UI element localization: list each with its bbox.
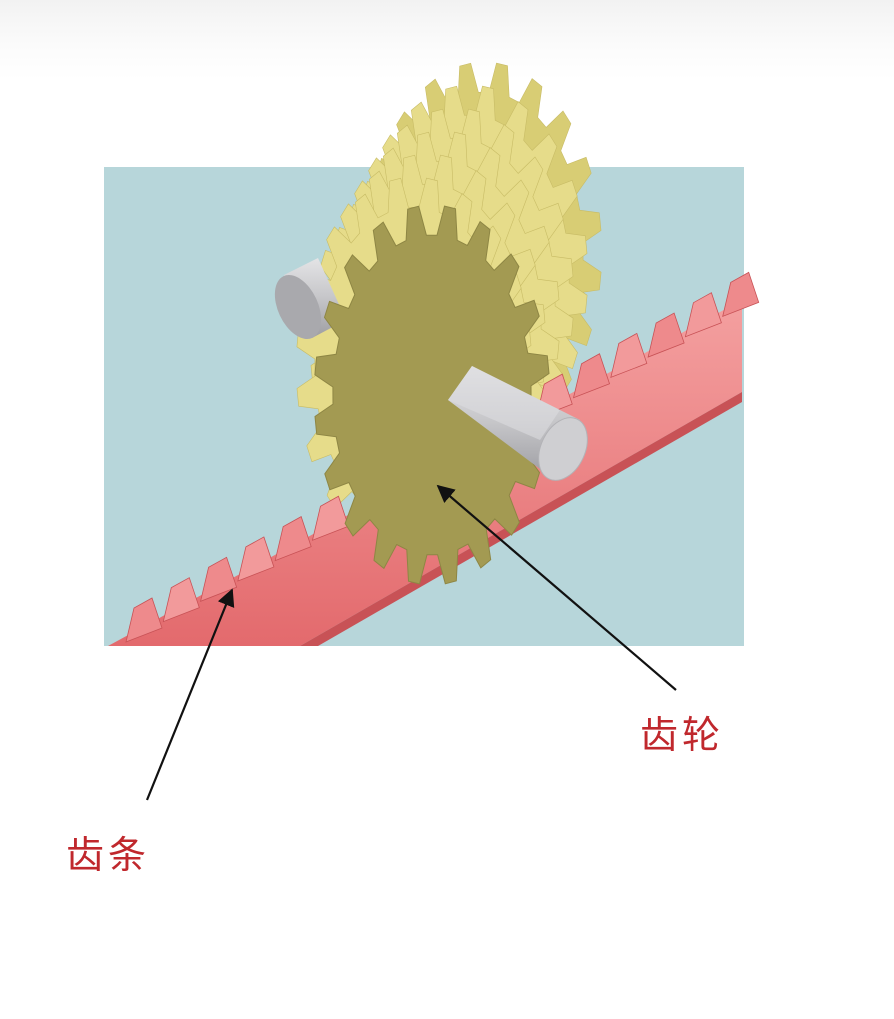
rack-front-edge xyxy=(300,392,742,646)
rack-leader-arrow xyxy=(145,588,235,801)
rack-tooth xyxy=(311,495,349,541)
rack-tooth xyxy=(162,577,200,623)
shaft-front xyxy=(448,366,588,481)
rack-tooth xyxy=(572,353,611,399)
rack-label: 齿条 xyxy=(66,833,151,877)
rack-tooth xyxy=(647,312,685,358)
rack-tooth xyxy=(684,292,722,338)
gear-leader-arrow xyxy=(436,484,677,691)
rack-tooth xyxy=(125,597,163,643)
gear-label: 齿轮 xyxy=(640,713,725,757)
rack-tooth xyxy=(274,516,312,562)
gear-front-face xyxy=(314,205,550,585)
gear xyxy=(314,205,550,585)
rack-tooth xyxy=(610,332,648,379)
shaft-end-face xyxy=(538,417,588,481)
rack-tooth xyxy=(237,536,275,582)
rack-tooth xyxy=(722,271,760,318)
